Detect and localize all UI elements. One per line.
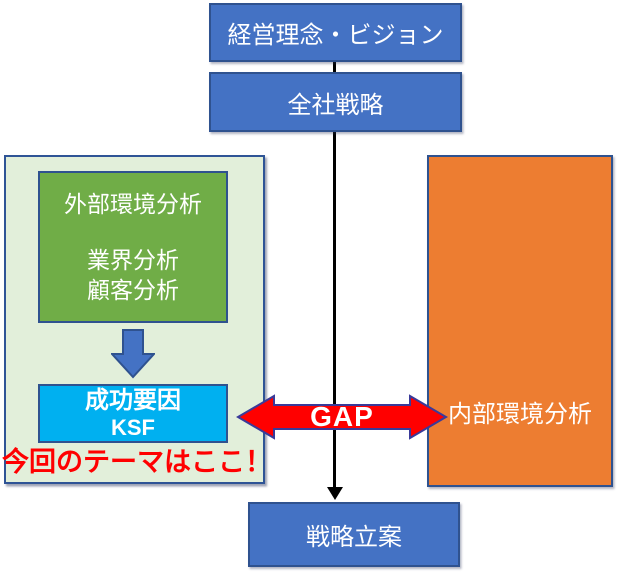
ksf-box-title: 成功要因 bbox=[85, 386, 181, 414]
ksf-box: 成功要因 KSF bbox=[38, 384, 228, 443]
gap-label: GAP bbox=[310, 401, 374, 432]
vision-box: 経営理念・ビジョン bbox=[209, 3, 462, 62]
theme-note-text: 今回のテーマはここ！ bbox=[2, 447, 272, 477]
strategy-flow-line bbox=[333, 130, 336, 489]
external-analysis-box: 外部環境分析 業界分析 顧客分析 bbox=[38, 171, 228, 323]
company-strategy-box: 全社戦略 bbox=[209, 72, 462, 132]
vision-box-label: 経営理念・ビジョン bbox=[227, 22, 444, 49]
customer-analysis-label: 顧客分析 bbox=[87, 277, 179, 303]
company-strategy-box-label: 全社戦略 bbox=[287, 91, 384, 119]
ksf-box-subtitle: KSF bbox=[111, 414, 155, 440]
industry-analysis-label: 業界分析 bbox=[87, 247, 179, 273]
internal-analysis-box: 内部環境分析 bbox=[427, 155, 613, 487]
strategy-planning-box-label: 戦略立案 bbox=[306, 524, 402, 551]
flow-arrowhead-icon bbox=[327, 487, 343, 500]
external-analysis-title: 外部環境分析 bbox=[64, 191, 202, 217]
internal-analysis-label: 内部環境分析 bbox=[448, 401, 592, 428]
vision-strategy-connector-line bbox=[333, 58, 336, 76]
strategy-planning-box: 戦略立案 bbox=[248, 502, 460, 567]
down-arrow-icon bbox=[111, 329, 155, 379]
gap-double-arrow-icon bbox=[236, 394, 448, 440]
